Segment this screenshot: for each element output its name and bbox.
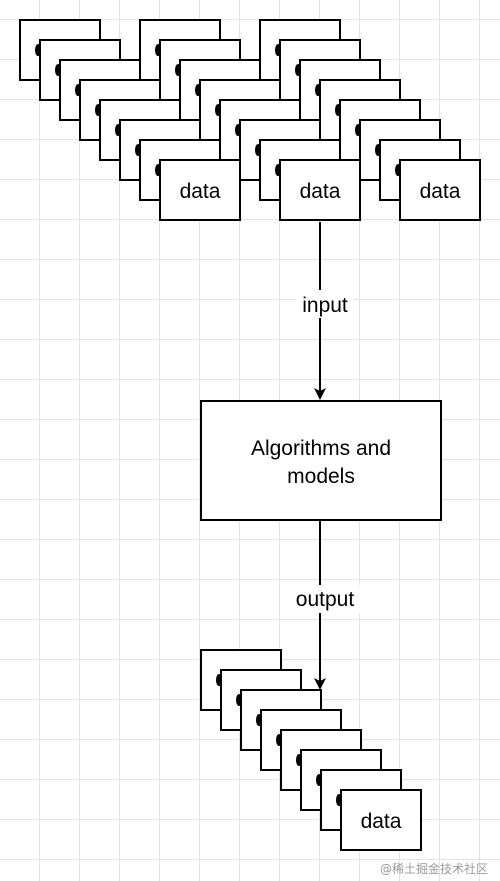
data-card-label: data: [420, 180, 461, 203]
input-deck-1-card-8-box: [159, 159, 241, 221]
input-deck-2-card-8-box: [279, 159, 361, 221]
data-card-label: data: [180, 180, 221, 203]
input-deck-3-card-8-box: [399, 159, 481, 221]
output-deck-card-8-box: [340, 789, 422, 851]
input-deck-2-card-8: data: [279, 159, 361, 221]
input-label: input: [302, 294, 348, 317]
process-box: [200, 400, 442, 521]
input-deck-3-card-8: data: [399, 159, 481, 221]
watermark: @稀土掘金技术社区: [380, 861, 488, 876]
data-card-label: data: [361, 810, 402, 833]
process-box-line2: models: [287, 465, 355, 488]
process-box-line1: Algorithms and: [251, 437, 391, 460]
input-label-bg: [296, 290, 354, 318]
data-card-stacks: data data data: [19, 19, 481, 221]
output-deck-card-8: data: [340, 789, 422, 851]
data-card-label: data: [300, 180, 341, 203]
output-data-card-stack: data: [200, 649, 422, 851]
output-label: output: [296, 588, 355, 611]
output-label-bg: [288, 585, 364, 613]
input-deck-1-card-8: data: [159, 159, 241, 221]
